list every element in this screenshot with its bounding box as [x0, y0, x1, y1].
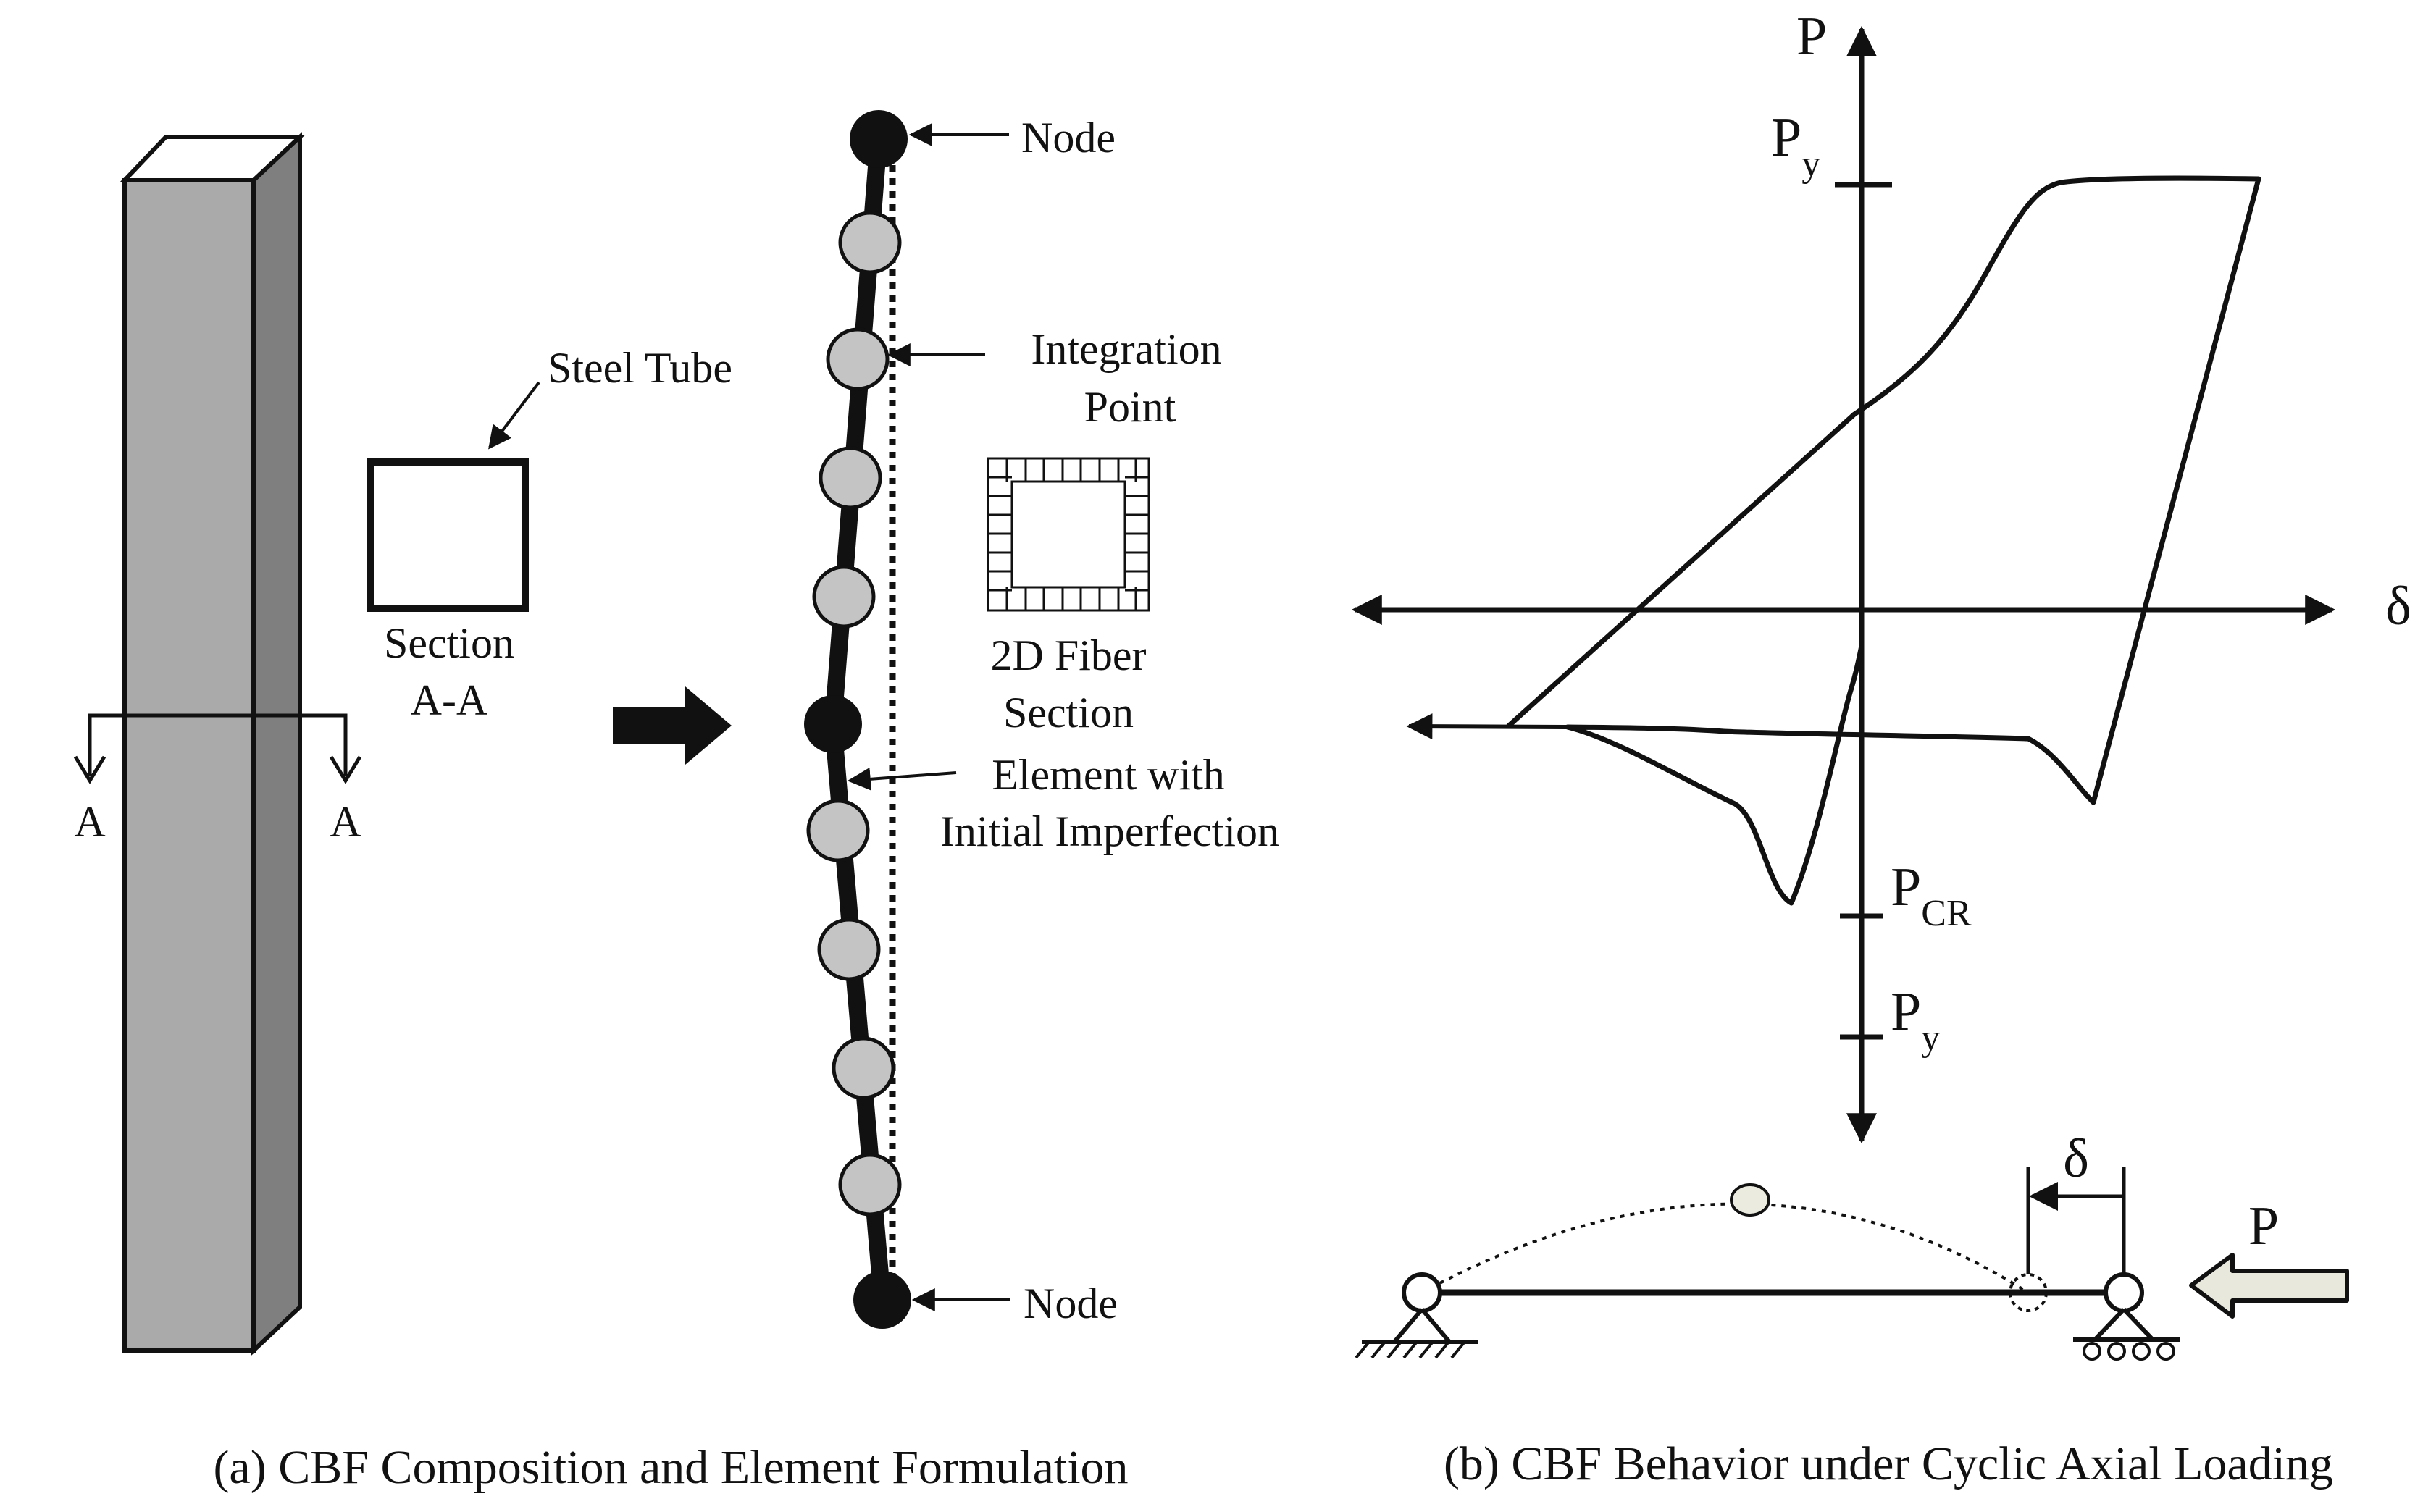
steel-tube-label: Steel Tube [548, 344, 732, 392]
steel-column [120, 132, 306, 1356]
axis-p-label: P [1796, 6, 1827, 67]
panel-a: A A Steel Tube Section A-A [73, 110, 1279, 1494]
displaced-end [2009, 1273, 2048, 1312]
py-bottom-label: Py [1891, 981, 1940, 1059]
integration-points [806, 211, 902, 1217]
column-side-face [251, 132, 302, 1356]
caption-b: (b) CBF Behavior under Cyclic Axial Load… [1444, 1437, 2333, 1490]
axis-delta-label: δ [2385, 576, 2411, 637]
element-label-line2: Initial Imperfection [940, 807, 1279, 855]
brace-delta-label: δ [2063, 1128, 2089, 1189]
node-middle [804, 695, 862, 753]
section-label-line1: Section [384, 619, 514, 667]
section-marker-left: A [74, 798, 105, 846]
buckled-midpoint [1730, 1183, 1770, 1217]
roller-support [2073, 1272, 2180, 1361]
fiber-section-line1: 2D Fiber [991, 631, 1147, 679]
section-label-line2: A-A [411, 676, 488, 724]
integration-point-line2: Point [1084, 383, 1176, 431]
hysteresis-curve [1506, 175, 2261, 906]
load-label: P [2248, 1196, 2279, 1256]
buckled-shape [1421, 1202, 2030, 1294]
py-top-label: Py [1771, 107, 1820, 185]
brace-schematic: δ P [1355, 1128, 2349, 1361]
caption-a: (a) CBF Composition and Element Formulat… [213, 1441, 1128, 1494]
node-top [850, 110, 908, 168]
section-cut-a-a: A A [73, 713, 362, 846]
column-front-face [122, 178, 256, 1353]
section-marker-right: A [330, 798, 361, 846]
integration-point-line1: Integration [1031, 325, 1221, 373]
panel-b: P δ Py PCR Py [1351, 6, 2411, 1490]
transform-arrow [613, 686, 732, 765]
hysteresis-tail-arrow [1406, 713, 1568, 740]
element-label-line1: Element with [992, 751, 1225, 799]
pin-support [1355, 1272, 1478, 1359]
node-bottom [853, 1271, 911, 1329]
pcr-label: PCR [1891, 857, 1972, 934]
node-top-label: Node [1021, 114, 1116, 161]
fiber-section-line2: Section [1003, 689, 1134, 736]
fiber-element [804, 110, 911, 1329]
fiber-section-grid [987, 457, 1150, 612]
steel-tube-section: Steel Tube Section A-A [367, 344, 732, 724]
node-bottom-label: Node [1024, 1280, 1118, 1327]
load-arrow [2189, 1253, 2349, 1319]
